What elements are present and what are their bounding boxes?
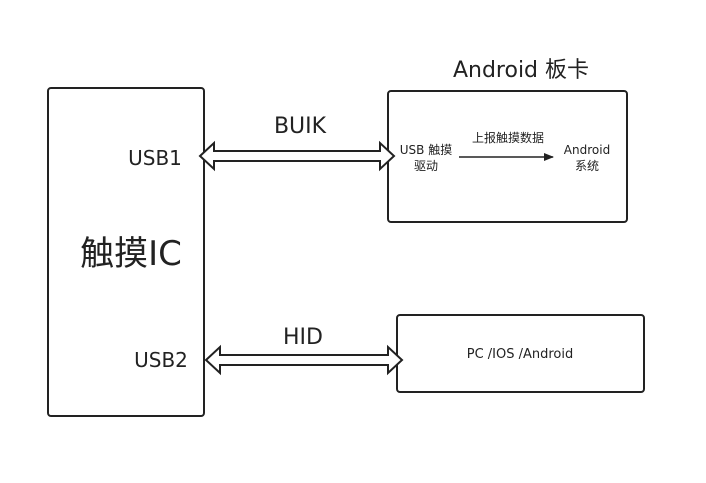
usb2-label: USB2 [134,348,188,372]
touch-ic-title: 触摸IC [80,234,182,274]
hid-double-arrow [204,344,404,376]
report-touch-data-label: 上报触摸数据 [472,130,544,145]
touch-ic-box [47,87,205,417]
buik-label: BUIK [274,114,327,139]
usb-touch-driver-line2: 驱动 [414,159,438,173]
hid-label: HID [283,325,323,350]
android-system-line2: 系统 [575,159,599,173]
usb1-label: USB1 [128,146,182,170]
android-system-line1: Android [564,143,610,157]
hosts-box [396,314,645,393]
usb-touch-driver-line1: USB 触摸 [400,143,452,157]
android-board-title: Android 板卡 [453,58,589,83]
buik-double-arrow [198,140,396,172]
hosts-label: PC /IOS /Android [467,347,574,362]
